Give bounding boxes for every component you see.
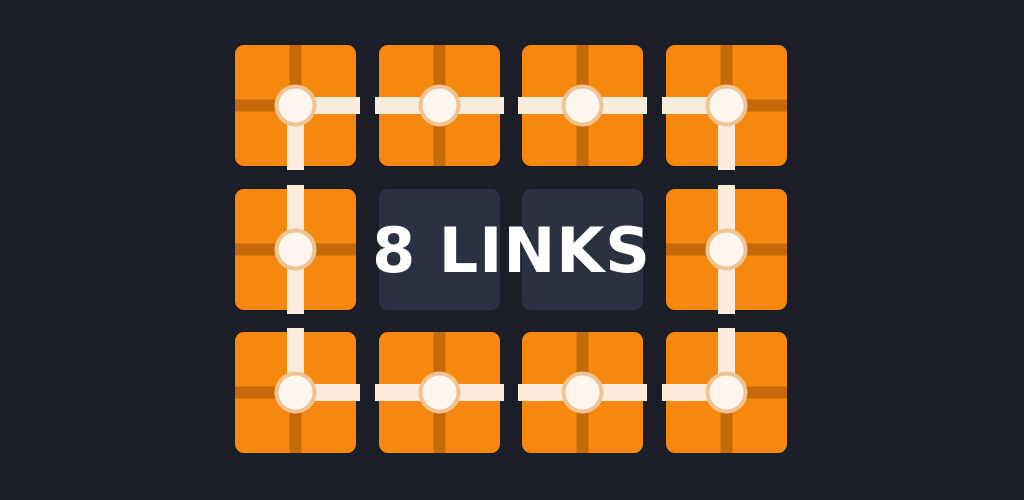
tile-graphic <box>235 328 360 453</box>
link-tile[interactable] <box>518 45 647 166</box>
link-tile[interactable] <box>518 332 647 453</box>
node-icon <box>565 88 600 123</box>
tile-graphic <box>235 184 356 314</box>
tile-graphic <box>518 332 647 453</box>
link-tile[interactable] <box>235 328 360 453</box>
tile-graphic <box>661 45 787 170</box>
link-tile[interactable] <box>665 184 787 314</box>
tile-graphic <box>518 45 647 166</box>
node-icon <box>278 88 313 123</box>
link-tile[interactable] <box>661 328 787 453</box>
tile-graphic <box>374 332 504 453</box>
node-icon <box>709 88 743 123</box>
node-icon <box>422 88 456 123</box>
link-tile[interactable] <box>374 332 504 453</box>
link-tile[interactable] <box>235 45 360 170</box>
node-icon <box>709 232 743 266</box>
link-tile[interactable] <box>235 184 356 314</box>
tile-graphic <box>374 45 504 166</box>
tile-graphic <box>661 328 787 453</box>
link-tile[interactable] <box>661 45 787 170</box>
tile-graphic <box>235 45 360 170</box>
empty-slot <box>378 188 500 310</box>
empty-slot <box>522 188 643 310</box>
node-icon <box>565 375 600 410</box>
node-icon <box>278 232 313 266</box>
node-icon <box>278 375 313 410</box>
node-icon <box>422 375 456 410</box>
node-icon <box>709 375 743 410</box>
link-tile[interactable] <box>374 45 504 166</box>
tile-graphic <box>665 184 787 314</box>
